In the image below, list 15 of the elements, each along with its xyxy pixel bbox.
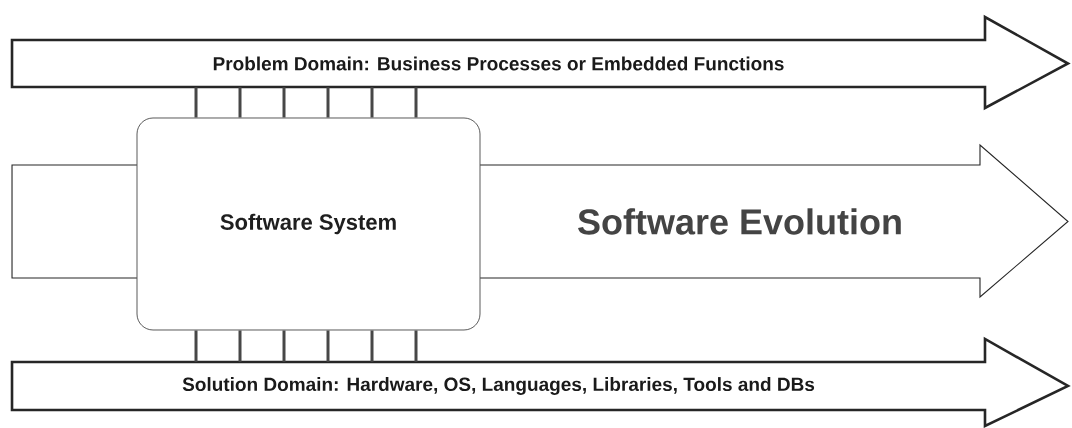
connector-line <box>194 87 198 118</box>
connector-line <box>326 330 330 362</box>
connector-line <box>414 330 418 362</box>
connector-line <box>370 87 374 118</box>
connector-line <box>326 87 330 118</box>
connector-line <box>282 87 286 118</box>
connector-line <box>414 87 418 118</box>
connector-line <box>238 87 242 118</box>
arrow-band: Problem Domain: Business Processes or Embedded Functions <box>10 14 1071 111</box>
connector-line <box>370 330 374 362</box>
process-box: Software System <box>136 117 481 331</box>
connector-line <box>282 330 286 362</box>
arrow-band: Solution Domain: Hardware, OS, Languages, Libraries, Tools and DBs <box>10 336 1071 428</box>
connector-line <box>194 330 198 362</box>
connector-line <box>238 330 242 362</box>
